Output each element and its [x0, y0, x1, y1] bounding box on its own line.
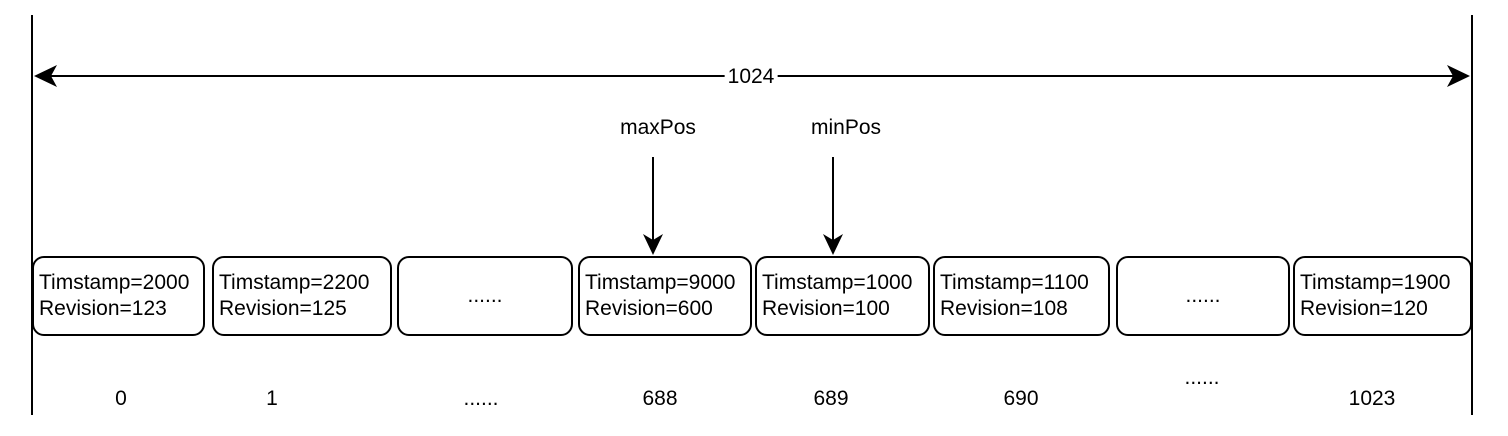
- minpos-pointer-label: minPos: [810, 116, 882, 139]
- cell-index-label: 0: [115, 387, 127, 410]
- cell-revision: Revision=600: [585, 297, 713, 320]
- capacity-arrowhead-right-icon: [1447, 65, 1470, 87]
- cell-index-label: 688: [642, 387, 678, 410]
- cell-timestamp: Timstamp=9000: [585, 271, 736, 294]
- cell-timestamp: Timstamp=2000: [39, 271, 190, 294]
- cell-index-label: 1023: [1348, 387, 1396, 410]
- maxpos-pointer-label: maxPos: [620, 116, 696, 139]
- buffer-cell-689: Timstamp=1000 Revision=100: [755, 256, 930, 336]
- cell-index-label: ......: [1184, 366, 1220, 389]
- buffer-cell-690: Timstamp=1100 Revision=108: [933, 256, 1110, 336]
- cell-revision: Revision=108: [940, 297, 1068, 320]
- buffer-cell-ellipsis: ......: [1116, 256, 1290, 336]
- cell-timestamp: Timstamp=1000: [762, 271, 913, 294]
- capacity-label: 1024: [724, 65, 778, 88]
- cell-index-label: ......: [463, 387, 499, 410]
- cell-ellipsis-text: ......: [1185, 284, 1221, 307]
- buffer-cell-0: Timstamp=2000 Revision=123: [32, 256, 205, 336]
- cell-timestamp: Timstamp=2200: [219, 271, 370, 294]
- buffer-cells-row: Timstamp=2000 Revision=123 Timstamp=2200…: [0, 256, 1508, 336]
- cell-index-label: 690: [1003, 387, 1039, 410]
- maxpos-arrowhead-icon: [643, 234, 663, 255]
- cell-ellipsis-text: ......: [467, 284, 503, 307]
- minpos-arrowhead-icon: [823, 234, 843, 255]
- buffer-cell-1: Timstamp=2200 Revision=125: [212, 256, 392, 336]
- cell-revision: Revision=125: [219, 297, 347, 320]
- buffer-cell-688: Timstamp=9000 Revision=600: [578, 256, 752, 336]
- buffer-cell-ellipsis: ......: [397, 256, 573, 336]
- cell-index-label: 689: [813, 387, 849, 410]
- buffer-cell-1023: Timstamp=1900 Revision=120: [1293, 256, 1472, 336]
- cell-timestamp: Timstamp=1900: [1300, 271, 1451, 294]
- cell-revision: Revision=100: [762, 297, 890, 320]
- cell-revision: Revision=120: [1300, 297, 1428, 320]
- cell-timestamp: Timstamp=1100: [940, 271, 1089, 294]
- cell-revision: Revision=123: [39, 297, 167, 320]
- cell-index-label: 1: [266, 387, 278, 410]
- capacity-arrowhead-left-icon: [34, 65, 57, 87]
